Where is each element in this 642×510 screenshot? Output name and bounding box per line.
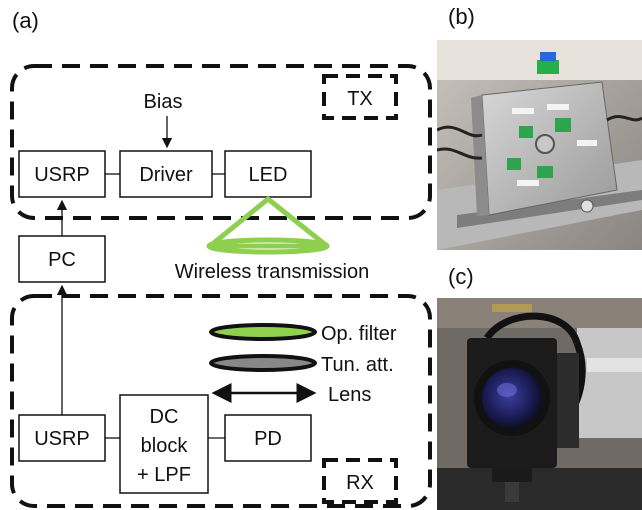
rx-photo [437, 298, 642, 510]
tx-tag-box [322, 74, 398, 120]
led-box [224, 150, 312, 198]
rx-container [10, 294, 432, 508]
pc-box [18, 235, 106, 283]
rx-tag-box [322, 458, 398, 504]
tunable-attenuator-label: Tun. att. [321, 354, 394, 376]
wireless-transmission-label: Wireless transmission [175, 261, 369, 283]
driver-label: Driver [139, 164, 193, 186]
dc-block-line2: block [141, 435, 189, 457]
dc-block-line3: + LPF [137, 464, 191, 486]
dc-block-line1: DC [150, 406, 179, 428]
tx-photo [437, 40, 642, 250]
optical-filter-icon [209, 323, 317, 341]
bias-label: Bias [144, 91, 183, 113]
pc-label: PC [48, 249, 76, 271]
pd-label: PD [254, 428, 282, 450]
tunable-attenuator-icon [209, 354, 317, 372]
panel-label-c: (c) [448, 264, 474, 289]
rx-usrp-label: USRP [34, 428, 90, 450]
panel-label-b: (b) [448, 4, 475, 29]
panel-label-a: (a) [12, 8, 39, 33]
dc-block-lpf-box [119, 394, 209, 494]
lens-label: Lens [328, 384, 371, 406]
tx-usrp-label: USRP [34, 164, 90, 186]
tx-tag: TX [347, 88, 373, 110]
tx-usrp-box [18, 150, 106, 198]
optical-filter-label: Op. filter [321, 323, 397, 345]
pd-box [224, 414, 312, 462]
light-beam-base [206, 237, 330, 255]
led-label: LED [249, 164, 288, 186]
lens-photo-icon [482, 368, 542, 428]
rx-tag: RX [346, 472, 374, 494]
light-beam-icon [207, 196, 330, 249]
tx-container [10, 64, 432, 220]
connector-icon [537, 60, 559, 74]
